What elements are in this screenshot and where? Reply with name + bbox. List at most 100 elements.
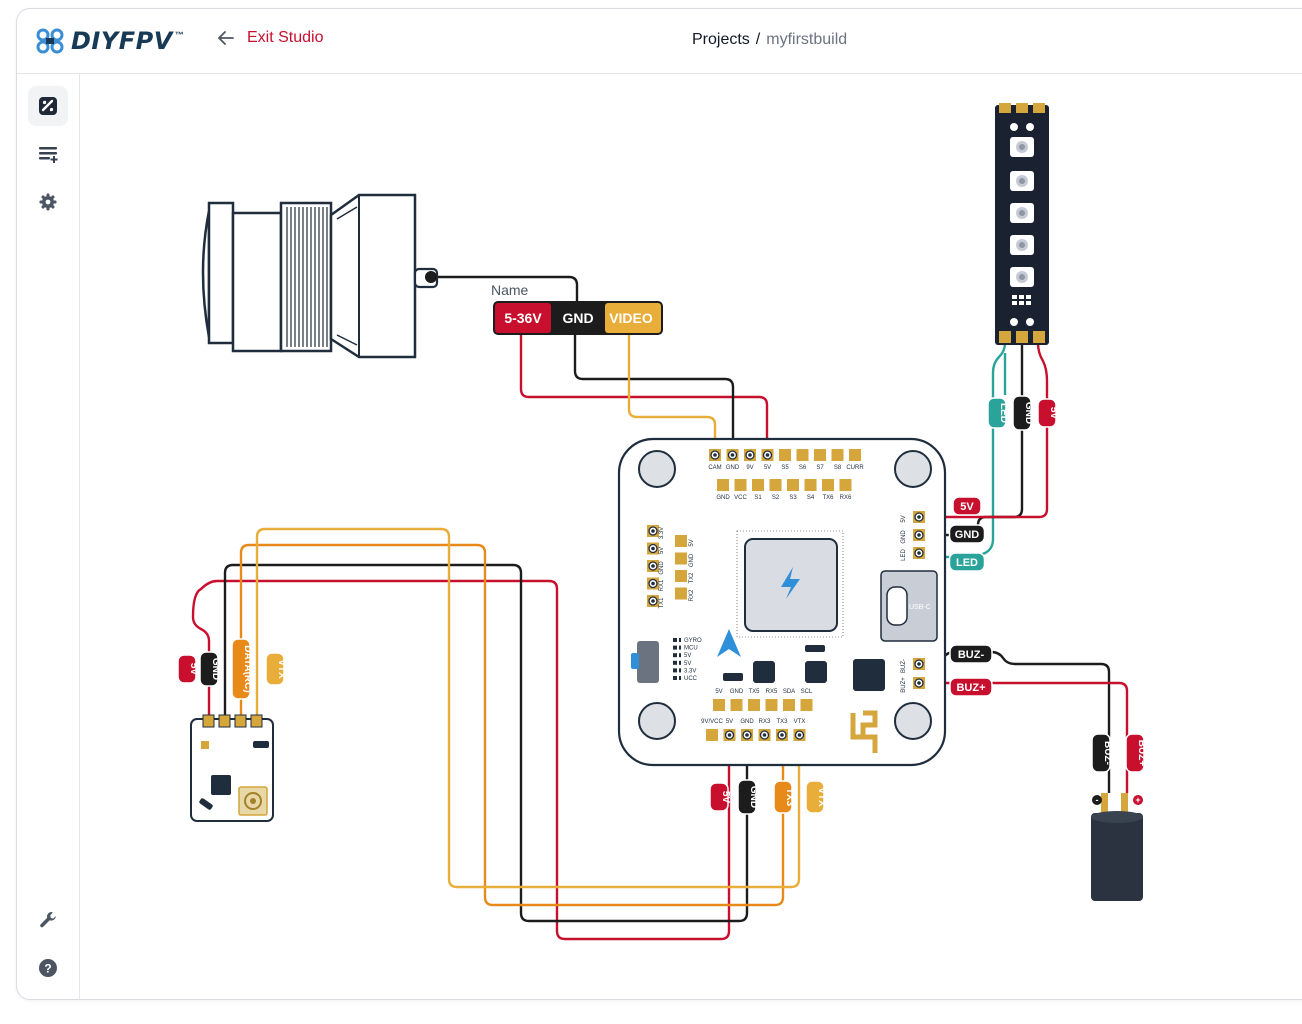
wrench-icon [40, 912, 56, 928]
fc-pad-gnd[interactable] [730, 699, 743, 711]
wire-label-5v-vertical[interactable]: 5V [1037, 398, 1059, 428]
wire-rx-5v[interactable] [191, 579, 731, 941]
svg-text:GND: GND [748, 786, 759, 808]
wire-label-buz-pos[interactable]: BUZ+ [949, 677, 993, 697]
fc-pad-label: RX2 [689, 589, 695, 601]
svg-text:VTX: VTX [276, 659, 287, 679]
wire-buzzer-neg[interactable] [919, 650, 1111, 793]
wire-label-fc-gnd[interactable]: GND [737, 779, 759, 815]
wire-camera-signal[interactable] [431, 275, 579, 301]
fc-pad-label: GND [716, 495, 730, 501]
wire-rx-gnd[interactable] [223, 563, 749, 923]
fc-pad-s2[interactable] [769, 479, 782, 491]
fc-pad-s6[interactable] [796, 449, 809, 461]
fc-pad-label: TX3 [776, 719, 788, 725]
sidebar-item-studio[interactable] [28, 86, 68, 126]
fc-pad-label: GND [689, 553, 695, 567]
fc-pad-s1[interactable] [752, 479, 764, 491]
svg-text:GND: GND [1023, 402, 1034, 424]
wire-label-rx-vtx[interactable]: VTX [265, 652, 287, 686]
fc-pad-label: TX1 [659, 597, 665, 609]
wire-rx-data[interactable] [239, 543, 785, 907]
add-component-list-icon [39, 147, 58, 163]
wire-led-5v[interactable] [921, 342, 1049, 519]
wire-label-rx-5v[interactable]: 5V [177, 654, 199, 684]
fc-pad-label: SCL [801, 689, 813, 695]
wire-camera-gnd[interactable] [573, 335, 735, 453]
fc-pad-s5[interactable] [779, 449, 791, 461]
camera-connector[interactable]: Name 5-36V GND VIDEO [491, 282, 663, 335]
fpv-camera[interactable] [201, 193, 439, 359]
wire-label-5v[interactable]: 5V [952, 496, 982, 516]
fc-pad-label: GND [901, 530, 907, 544]
svg-text:VTX: VTX [816, 787, 827, 807]
wire-label-buz-pos-vertical[interactable]: BUZ+ [1125, 733, 1147, 773]
fc-pad-s4[interactable] [804, 479, 817, 491]
sidebar-item-settings[interactable] [28, 182, 68, 222]
camera-name-label: Name [491, 282, 529, 298]
fc-pad-rx2[interactable] [675, 587, 687, 600]
sidebar-item-help[interactable]: ? [28, 948, 68, 988]
fc-pad-5v[interactable] [713, 699, 725, 711]
svg-text:5V: 5V [960, 501, 974, 513]
fc-pad-gnd[interactable] [675, 552, 687, 565]
breadcrumb-projects[interactable]: Projects [692, 31, 750, 48]
status-led-label: GYRO [684, 638, 702, 644]
fc-pad-rx6[interactable] [839, 479, 852, 491]
wire-label-gnd[interactable]: GND [948, 524, 986, 544]
exit-studio-button[interactable]: Exit Studio [217, 29, 323, 47]
logo[interactable]: DIYFPV ™ [35, 27, 184, 55]
wiring-canvas[interactable]: Name 5-36V GND VIDEO [80, 74, 1302, 999]
fc-pad-s8[interactable] [831, 449, 844, 461]
fc-pad-9v-vcc[interactable] [706, 729, 718, 741]
wiring-diagram[interactable]: Name 5-36V GND VIDEO [80, 74, 1302, 1000]
arrow-left-icon [218, 31, 234, 45]
wire-label-fc-5v[interactable]: 5V [709, 782, 731, 812]
buzzer[interactable]: - + [1091, 793, 1143, 901]
fc-pad-s7[interactable] [814, 449, 826, 461]
help-icon: ? [39, 959, 57, 977]
wire-rx-vtx[interactable] [255, 527, 801, 889]
fc-pad-scl[interactable] [800, 699, 813, 711]
sidebar-item-add-component[interactable] [28, 134, 68, 174]
fc-pad-sda[interactable] [783, 699, 795, 711]
sidebar-item-tools[interactable] [28, 900, 68, 940]
wire-camera-5v[interactable] [519, 335, 769, 453]
wire-buzzer-pos[interactable] [919, 681, 1129, 793]
svg-text:BUZ+: BUZ+ [1136, 740, 1147, 767]
svg-text:DATA(RC): DATA(RC) [242, 645, 253, 692]
wire-label-fc-tx3[interactable]: TX3 [773, 780, 795, 814]
fc-pad-label: S1 [754, 495, 762, 501]
wire-camera-video[interactable] [627, 335, 717, 453]
fc-pad-curr[interactable] [849, 449, 861, 461]
fc-pad-tx5[interactable] [748, 699, 760, 711]
fc-pad-label: GND [730, 689, 744, 695]
wire-label-led-vertical[interactable]: LED [987, 397, 1009, 429]
fc-pad-gnd[interactable] [717, 479, 729, 491]
svg-text:?: ? [44, 962, 51, 976]
fc-pad-rx5[interactable] [765, 699, 778, 711]
wire-label-buz-neg-vertical[interactable]: BUZ- [1091, 733, 1113, 773]
logo-text: DIYFPV [71, 27, 173, 55]
fc-pad-tx6[interactable] [822, 479, 834, 491]
svg-text:BUZ+: BUZ+ [956, 682, 985, 694]
fc-pad-label: GND [726, 465, 740, 471]
fc-pad-tx2[interactable] [675, 570, 687, 582]
fc-pad-vcc[interactable] [734, 479, 747, 491]
wire-label-buz-neg[interactable]: BUZ- [949, 644, 993, 664]
fc-pad-s3[interactable] [787, 479, 799, 491]
fc-pad-5v[interactable] [675, 535, 687, 547]
radio-receiver[interactable] [190, 714, 274, 822]
wire-label-fc-vtx[interactable]: VTX [805, 780, 827, 814]
wire-label-gnd-vertical[interactable]: GND [1012, 395, 1034, 431]
led-strip[interactable] [995, 103, 1049, 345]
fc-pad-label: BUZ- [901, 659, 907, 673]
usb-c-label: USB-C [909, 604, 931, 611]
wire-label-rx-data[interactable]: DATA(RC) [231, 638, 253, 700]
sidebar: ? [17, 74, 80, 999]
wire-label-rx-gnd[interactable]: GND [199, 651, 221, 687]
wire-label-led[interactable]: LED [948, 552, 986, 572]
